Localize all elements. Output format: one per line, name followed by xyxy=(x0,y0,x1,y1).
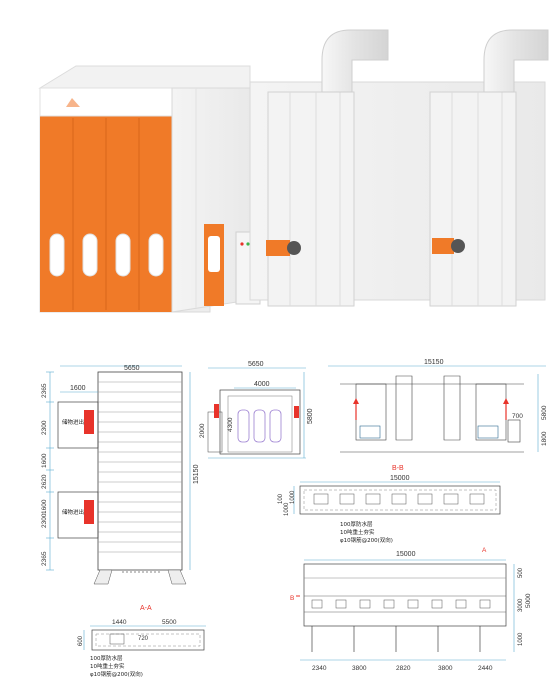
plan-label-bottom: 储物进出 xyxy=(62,508,84,516)
door-window xyxy=(82,233,98,277)
elevation-bdim-1: 3800 xyxy=(352,665,367,672)
door-window xyxy=(115,233,131,277)
front-height-left: 2000 xyxy=(199,423,206,438)
plan-dim-4: 1600 xyxy=(41,499,48,514)
elevation-rdim-0: 500 xyxy=(518,567,524,578)
section-aa-note3: φ10钢筋@200(双向) xyxy=(90,670,143,678)
brand-logo: 山崎环境 SHAN QI ENVIRONMENT xyxy=(62,93,133,112)
plan-dim-5: 2300 xyxy=(41,513,48,528)
section-aa xyxy=(83,625,206,651)
side-width-total: 15150 xyxy=(424,359,444,366)
section-aa-note1: 100厚防水层 xyxy=(90,654,123,662)
plan-dim-1: 2300 xyxy=(41,420,48,435)
section-aa-dim-height: 600 xyxy=(78,635,84,646)
side-view xyxy=(328,365,546,453)
side-dim-b: 5800 xyxy=(541,405,548,420)
brand-subtitle: SHAN QI ENVIRONMENT xyxy=(84,108,133,112)
front-width-inner: 4000 xyxy=(254,381,270,388)
plan-width-5650: 5650 xyxy=(124,365,140,372)
section-aa-note2: 10吨重土夯实 xyxy=(90,662,125,670)
plan-dim-0: 2365 xyxy=(41,383,48,398)
front-width-outer: 5650 xyxy=(248,361,264,368)
heating-unit xyxy=(267,91,355,307)
elevation-marker-top: A xyxy=(482,547,487,554)
plan-width-1600: 1600 xyxy=(70,385,86,392)
plan-total-length: 15150 xyxy=(193,464,200,484)
section-bb-dim-2: 1000 xyxy=(290,490,296,504)
section-bb-dim-1: 1000 xyxy=(284,502,290,516)
section-aa-title: A-A xyxy=(140,605,152,612)
exhaust-duct xyxy=(483,29,549,93)
elevation-bdim-0: 2340 xyxy=(312,665,327,672)
section-bb xyxy=(293,481,501,515)
elevation-bdim-4: 2440 xyxy=(478,665,493,672)
side-dim-a: 700 xyxy=(512,413,523,420)
section-bb-note1: 100厚防水层 xyxy=(340,520,373,528)
brand-name: 山崎环境 xyxy=(84,93,124,106)
section-aa-width-right: 5500 xyxy=(162,619,177,626)
plan-dim-3: 2620 xyxy=(41,474,48,489)
door-window xyxy=(148,233,164,277)
plan-dim-6: 2365 xyxy=(41,551,48,566)
section-bb-title: B-B xyxy=(392,465,404,472)
side-dim-c: 1800 xyxy=(541,431,548,446)
plan-view xyxy=(46,365,191,585)
section-aa-width-left: 1440 xyxy=(112,619,127,626)
section-bb-note2: 10吨重土夯实 xyxy=(340,528,375,536)
section-bb-dim-0: 100 xyxy=(278,493,284,504)
front-height-right: 5800 xyxy=(307,408,314,424)
elevation-bdim-2: 2820 xyxy=(396,665,411,672)
elevation-rdim-3: 1000 xyxy=(518,632,524,646)
elevation-marker-side: B xyxy=(290,595,294,602)
burner xyxy=(432,238,454,254)
burner xyxy=(266,240,290,256)
elevation-rdim-1: 3000 xyxy=(518,598,524,612)
plan-dim-2: 1600 xyxy=(41,453,48,468)
door-window xyxy=(49,233,65,277)
heating-unit xyxy=(429,91,517,307)
front-height-inner: 4300 xyxy=(227,417,234,432)
elevation-rdim-2: 5000 xyxy=(525,593,532,608)
section-aa-dim-inner: 720 xyxy=(138,636,149,642)
booth-render: 山崎环境 SHAN QI ENVIRONMENT xyxy=(38,29,549,313)
exhaust-duct xyxy=(321,29,389,93)
elevation-bdim-3: 3800 xyxy=(438,665,453,672)
front-view xyxy=(207,367,306,459)
elevation-width: 15000 xyxy=(396,551,416,558)
elevation-view xyxy=(296,559,515,661)
section-bb-width: 15000 xyxy=(390,475,410,482)
plan-label-top: 储物进出 xyxy=(62,418,84,426)
section-bb-note3: φ10钢筋@200(双向) xyxy=(340,536,393,544)
